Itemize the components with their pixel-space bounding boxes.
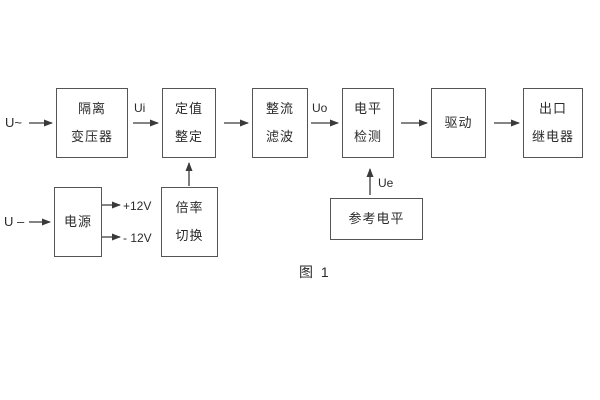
label-uo: Uo xyxy=(312,101,328,115)
label-ue: Ue xyxy=(378,176,394,190)
block-output-relay: 出口 继电器 xyxy=(523,88,583,158)
block-label: 整流 xyxy=(265,101,294,116)
block-label: 定值 xyxy=(174,101,203,116)
block-label: 电源 xyxy=(63,214,92,229)
figure-caption: 图 1 xyxy=(299,264,331,280)
block-ratio-switch: 倍率 切换 xyxy=(161,187,218,257)
block-label: 出口 xyxy=(538,101,567,116)
label-u-ac: U~ xyxy=(5,115,22,130)
block-setpoint-adjust: 定值 整定 xyxy=(162,88,216,158)
block-label: 整定 xyxy=(174,129,203,144)
label-plus-12v: +12V xyxy=(123,199,152,213)
label-u-dc: U – xyxy=(4,214,25,229)
block-rectifier-filter: 整流 滤波 xyxy=(252,88,308,158)
block-reference-level: 参考电平 xyxy=(330,198,423,240)
block-label: 切换 xyxy=(175,228,204,243)
block-label: 倍率 xyxy=(175,200,204,215)
block-label: 检测 xyxy=(353,129,382,144)
label-minus-12v: - 12V xyxy=(123,231,152,245)
block-level-detection: 电平 检测 xyxy=(342,88,394,158)
block-label: 隔离 xyxy=(77,101,106,116)
label-ui: Ui xyxy=(134,101,146,115)
block-label: 滤波 xyxy=(265,129,294,144)
block-label: 驱动 xyxy=(444,115,473,130)
block-label: 变压器 xyxy=(70,129,113,144)
block-power-supply: 电源 xyxy=(54,187,102,257)
block-isolation-transformer: 隔离 变压器 xyxy=(56,88,128,158)
block-label: 电平 xyxy=(353,101,382,116)
block-label: 继电器 xyxy=(531,129,574,144)
block-label: 参考电平 xyxy=(348,211,405,226)
block-drive: 驱动 xyxy=(431,88,486,158)
